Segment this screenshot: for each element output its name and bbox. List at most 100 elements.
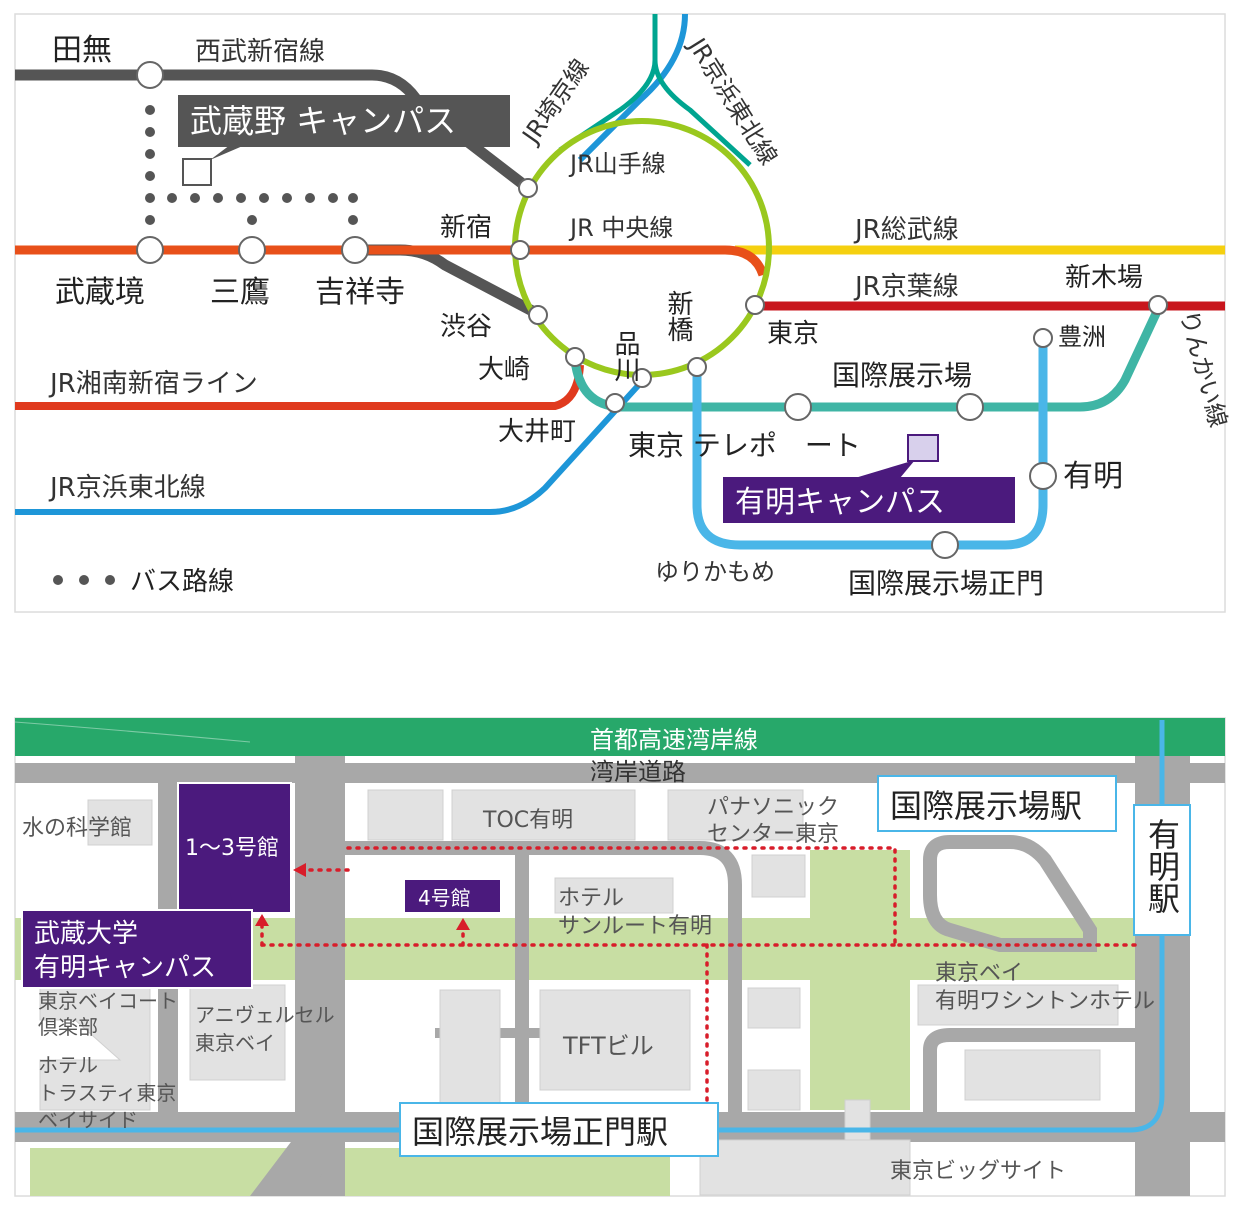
trusty-label-1: ホテル: [38, 1053, 98, 1077]
station-label-oimachi: 大井町: [498, 417, 576, 447]
station-label-mitaka: 三鷹: [210, 275, 270, 310]
wangan-road-label: 湾岸道路: [590, 758, 686, 786]
station-marker-ariake: [1029, 462, 1057, 490]
station-marker-kokusai-tenjijo: [956, 393, 984, 421]
route-map: 武蔵野 キャンパス 有明キャンパス 西武新宿線 JR山手線 JR 中央線 JR総…: [14, 13, 1232, 613]
building-1-3-label: 1〜3号館: [185, 836, 279, 861]
musashino-callout-pointer: [210, 145, 245, 160]
baycourt-label-2: 倶楽部: [38, 1015, 98, 1039]
tft-connector: [435, 1028, 570, 1038]
station-label-tanashi: 田無: [52, 33, 112, 68]
building-4-label: 4号館: [418, 886, 471, 910]
station-label-ariake: 有明: [1063, 459, 1123, 494]
musashino-campus-marker: [182, 158, 212, 186]
trusty-label-2: トラスティ東京: [38, 1081, 176, 1105]
bigsight-label: 東京ビッグサイト: [890, 1159, 1066, 1184]
station-marker-osaki: [565, 347, 585, 367]
station-marker-tanashi: [136, 61, 164, 89]
building-4-block: [405, 880, 500, 912]
station-label-osaki: 大崎: [478, 355, 530, 385]
arrow-up-icon: [456, 918, 470, 930]
building-tft: [539, 989, 691, 1091]
yurikamome-line: [692, 340, 1048, 550]
building-small-d: [964, 1049, 1101, 1101]
expressway-strip: [15, 718, 1225, 756]
station-marker-shimbashi: [687, 357, 707, 377]
baycourt-label-1: 東京ベイコート: [38, 989, 178, 1013]
building-small-b: [747, 987, 801, 1029]
trusty-label-3: ベイサイド: [38, 1108, 138, 1132]
main-avenue: [295, 756, 345, 1196]
water-museum-label: 水の科学館: [22, 816, 132, 841]
ariake-callout-pointer: [855, 460, 915, 478]
building-hotel-sunroute: [554, 877, 674, 914]
station-marker-ikebukuro: [518, 178, 538, 198]
ariake-campus-marker: [907, 434, 939, 462]
bus-route-dots: [145, 105, 358, 225]
station-label-kokusai-tenjijo-seimon: 国際展示場正門: [848, 567, 1044, 600]
tokyo-bay-label-2: 有明ワシントンホテル: [935, 989, 1155, 1014]
legend-dot-icon: [53, 575, 63, 585]
jr-chuo-line-label: JR 中央線: [568, 214, 673, 242]
building-bigsight: [699, 1139, 911, 1196]
expressway-label: 首都高速湾岸線: [590, 726, 758, 754]
hotel-sunroute-label-2: サンルート有明: [558, 914, 712, 939]
legend-bus-route: バス路線: [53, 567, 234, 597]
ariake-campus-label-box: [723, 477, 1015, 523]
building-water-museum: [87, 799, 153, 846]
tft-label: TFTビル: [562, 1032, 654, 1060]
station-marker-musashisakai: [136, 236, 164, 264]
musashino-campus-label-box: [178, 95, 510, 147]
station-markers: [136, 61, 1168, 559]
station-marker-tokyo: [745, 295, 765, 315]
toc-label: TOC有明: [482, 808, 573, 833]
building-panasonic-top: [667, 789, 804, 841]
jr-shonan-shinjuku-line-label: JR湘南新宿ライン: [48, 369, 258, 399]
east-loop-road: [923, 835, 1097, 952]
station-label-shibuya: 渋谷: [440, 312, 492, 342]
station-label-tokyo: 東京: [767, 319, 819, 349]
campus-label-line2: 有明キャンパス: [34, 953, 216, 983]
building-baycourt: [39, 984, 151, 1111]
buildings: [39, 789, 1119, 1196]
ariake-station-label: 有明駅: [1143, 818, 1181, 914]
station-marker-toyosu: [1033, 328, 1053, 348]
panasonic-label-2: センター東京: [707, 822, 839, 847]
jr-yamanote-line-label: JR山手線: [568, 150, 666, 178]
hotel-sunroute-label-1: ホテル: [558, 886, 624, 911]
station-marker-shinjuku: [510, 240, 530, 260]
station-marker-tokyo-teleport: [784, 393, 812, 421]
jr-keiyo-line-label: JR京葉線: [853, 272, 959, 302]
area-map: 首都高速湾岸線 湾岸道路 水の科学館 TOC有明 パナソニック センター東京 ホ…: [14, 717, 1226, 1197]
main-avenue-flare: [250, 1130, 345, 1196]
building-small-c: [747, 1069, 801, 1111]
building-washington-hotel: [917, 984, 1119, 1026]
seimon-station-box: [399, 1102, 719, 1157]
musashino-campus-label: 武蔵野 キャンパス: [190, 102, 456, 140]
mid-street: [515, 848, 529, 1113]
station-marker-shin-kiba: [1148, 295, 1168, 315]
seibu-shinjuku-line-label: 西武新宿線: [195, 37, 325, 67]
jr-keihin-tohoku-line-label-south: JR京浜東北線: [48, 473, 206, 503]
station-marker-shinagawa: [632, 368, 652, 388]
campus-callout-pointer: [200, 893, 235, 913]
jr-keihin-tohoku-line-north: [577, 13, 688, 163]
building-toc: [451, 789, 636, 841]
arrow-up-icon: [255, 914, 269, 926]
station-marker-kichijoji: [341, 236, 369, 264]
campus-label-box: [21, 909, 253, 989]
station-label-shimbashi: 新橋: [663, 290, 693, 342]
building-panasonic-bottom: [751, 854, 806, 898]
station-marker-shibuya: [528, 305, 548, 325]
station-label-kokusai-tenjijo: 国際展示場: [832, 359, 972, 392]
station-label-shin-kiba: 新木場: [1065, 263, 1143, 293]
station-label-shinagawa: 品川: [610, 330, 640, 382]
jr-keihin-tohoku-line-south: [15, 375, 648, 515]
building-anivelle: [189, 984, 286, 1081]
building-1-3-block: [177, 782, 292, 914]
tokyo-bay-label-1: 東京ベイ: [935, 961, 1023, 986]
jr-saikyo-line-east: [652, 59, 752, 167]
yurikamome-track: [15, 720, 1165, 1133]
walking-routes: [260, 846, 1142, 1102]
